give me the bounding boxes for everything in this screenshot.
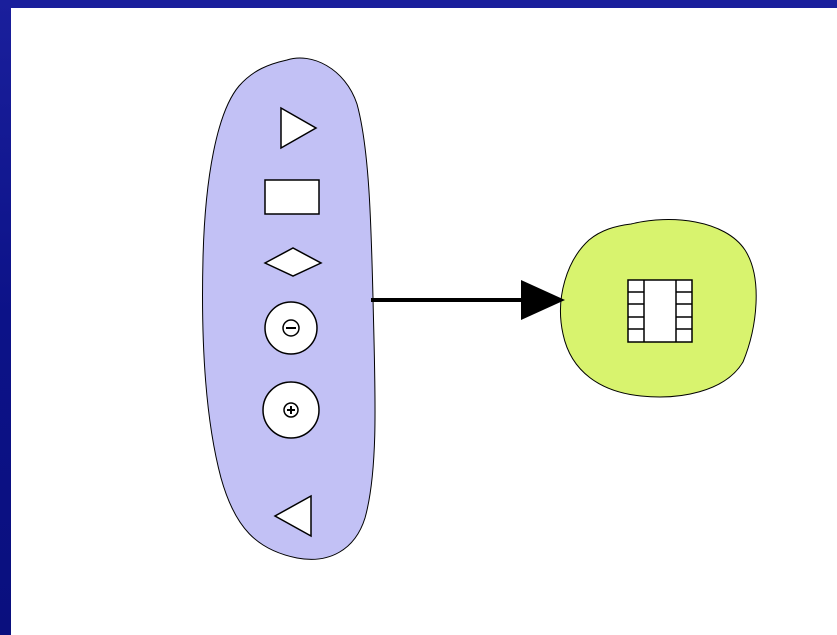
triangle-left-icon [273,494,312,538]
circle-plus-icon [262,381,320,439]
rectangle-icon [264,179,320,215]
slide-canvas [11,8,837,635]
diamond-icon [263,247,323,277]
diagram [202,57,757,560]
film-strip-icon [627,279,693,343]
circle-minus-icon [264,301,318,355]
arrow-right-icon [371,280,565,320]
triangle-right-icon [280,106,318,150]
